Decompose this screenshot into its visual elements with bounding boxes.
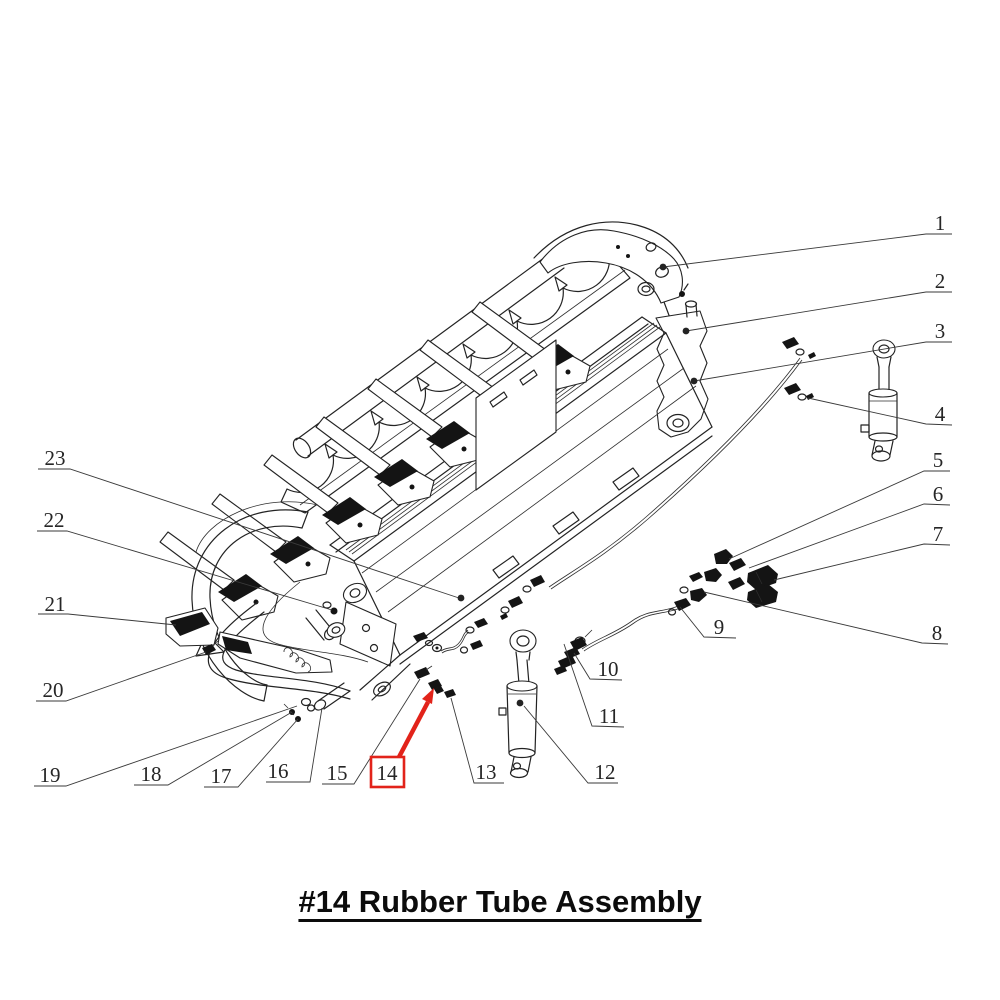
callout-12: 12 xyxy=(516,699,618,784)
coil-spring xyxy=(283,647,312,673)
highlight-arrow-head xyxy=(422,688,434,704)
middle-hydraulic-cylinder xyxy=(498,629,538,779)
highlighted-part-number: 14 xyxy=(377,761,399,785)
callout-5: 5 xyxy=(728,448,950,560)
frame-hook xyxy=(492,555,520,579)
tine-spike xyxy=(554,276,568,292)
callout-number-11: 11 xyxy=(599,704,619,728)
right-hydraulic-cylinder xyxy=(860,339,898,462)
callout-9: 9 xyxy=(679,606,737,639)
callout-6: 6 xyxy=(748,482,951,569)
callout-number-7: 7 xyxy=(933,522,944,546)
tine-clamp xyxy=(315,416,435,506)
tine-clamp xyxy=(211,493,331,583)
tine-spike xyxy=(370,410,384,426)
callout-23: 23 xyxy=(38,446,465,602)
diagram-title: #14 Rubber Tube Assembly xyxy=(298,884,702,919)
rubber-tube-assembly-part xyxy=(413,618,488,698)
callout-number-21: 21 xyxy=(45,592,66,616)
callout-10: 10 xyxy=(573,652,623,681)
callout-number-20: 20 xyxy=(43,678,64,702)
tine-clamp xyxy=(367,378,487,468)
callout-number-16: 16 xyxy=(268,759,289,783)
upper-arm-bracket xyxy=(533,221,689,319)
highlight-arrow-shaft xyxy=(397,700,430,759)
callout-15: 15 xyxy=(322,678,421,785)
long-steel-pipe xyxy=(500,337,816,620)
callout-2: 2 xyxy=(682,269,952,335)
right-mount-bracket xyxy=(655,283,709,438)
callout-21: 21 xyxy=(38,592,177,626)
callout-number-6: 6 xyxy=(933,482,944,506)
callout-22: 22 xyxy=(37,508,333,611)
fitting-cluster xyxy=(667,549,778,616)
callout-11: 11 xyxy=(563,643,625,728)
part-13-fitting xyxy=(444,689,456,698)
hose-fitting-stack xyxy=(554,629,593,675)
curved-hose xyxy=(581,601,691,652)
tine-spike xyxy=(508,309,522,325)
callout-number-12: 12 xyxy=(595,760,616,784)
callout-number-5: 5 xyxy=(933,448,944,472)
callout-18: 18 xyxy=(134,711,293,786)
callout-20: 20 xyxy=(36,651,207,702)
callout-number-3: 3 xyxy=(935,319,946,343)
callout-number-10: 10 xyxy=(598,657,619,681)
tine-clamp xyxy=(263,454,383,544)
frame-hook xyxy=(552,511,580,535)
callout-number-1: 1 xyxy=(935,211,946,235)
callout-16: 16 xyxy=(266,707,323,783)
callout-number-4: 4 xyxy=(935,402,946,426)
callout-19: 19 xyxy=(34,705,298,787)
highlight-layer: 14 xyxy=(369,688,434,789)
frame-hook xyxy=(612,467,640,491)
callout-number-2: 2 xyxy=(935,269,946,293)
part-14-fitting xyxy=(434,686,444,694)
callout-17: 17 xyxy=(204,718,299,788)
highlight-box xyxy=(369,755,406,789)
detached-tine xyxy=(165,607,333,674)
callout-number-23: 23 xyxy=(45,446,66,470)
callout-number-9: 9 xyxy=(714,615,725,639)
tine-spike xyxy=(324,443,338,459)
tine-spike xyxy=(416,376,430,392)
callout-number-17: 17 xyxy=(211,764,232,788)
callout-13: 13 xyxy=(450,697,504,784)
callout-number-18: 18 xyxy=(141,762,162,786)
callout-1: 1 xyxy=(659,211,952,271)
callout-number-19: 19 xyxy=(40,763,61,787)
rake-assembly-drawing xyxy=(159,221,898,779)
callout-7: 7 xyxy=(773,522,951,581)
tine-spike xyxy=(462,343,476,359)
callout-number-13: 13 xyxy=(476,760,497,784)
callout-number-8: 8 xyxy=(932,621,943,645)
callout-4: 4 xyxy=(807,397,953,426)
callout-8: 8 xyxy=(703,591,949,645)
quick-attach-plate xyxy=(475,339,557,491)
callout-number-22: 22 xyxy=(44,508,65,532)
callout-3: 3 xyxy=(690,319,952,385)
callout-number-15: 15 xyxy=(327,761,348,785)
